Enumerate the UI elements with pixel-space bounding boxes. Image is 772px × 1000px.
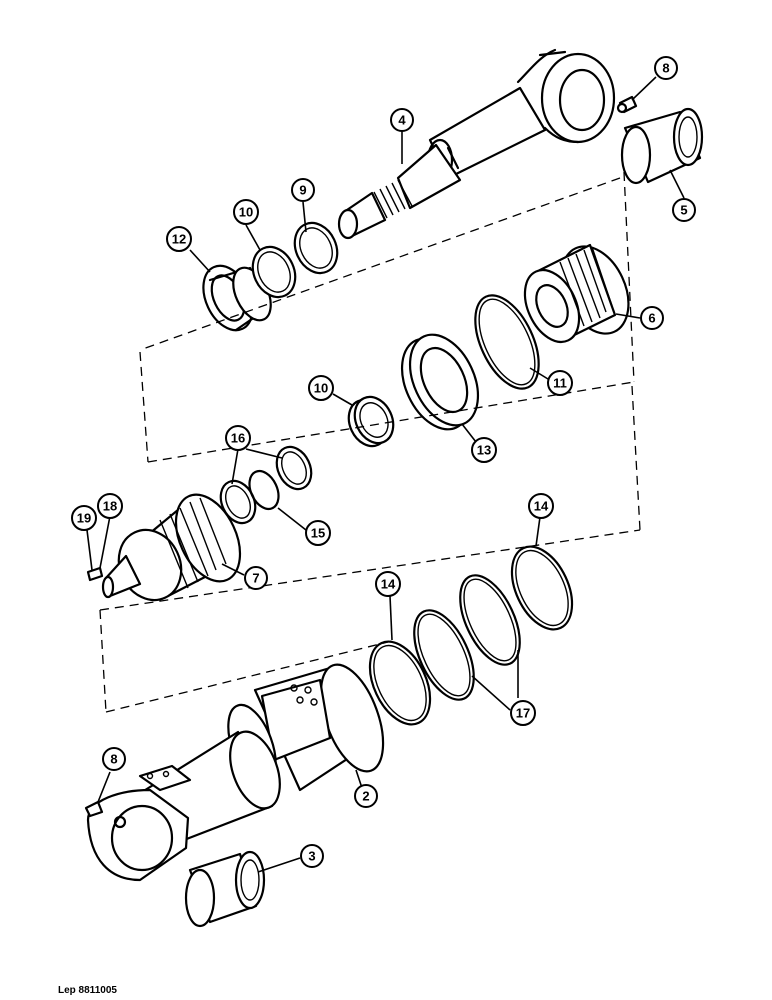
callout-label: 12 — [172, 232, 186, 247]
callout-10-upper: 10 — [233, 199, 259, 225]
callout-label: 2 — [362, 789, 369, 804]
grease-nipple-lower — [84, 800, 104, 818]
cylinder-barrel — [227, 663, 385, 792]
set-screw — [86, 566, 104, 582]
callout-5: 5 — [672, 198, 696, 222]
piston — [101, 493, 242, 602]
callout-16: 16 — [225, 425, 251, 451]
callout-18: 18 — [97, 493, 123, 519]
bush-lower — [184, 850, 266, 928]
callout-label: 14 — [381, 577, 396, 592]
cylinder-body — [86, 730, 281, 882]
callout-label: 15 — [311, 526, 325, 541]
callout-14-left: 14 — [375, 571, 401, 597]
callout-11: 11 — [547, 370, 573, 396]
callout-label: 4 — [398, 113, 406, 128]
callout-13: 13 — [471, 437, 497, 463]
grease-nipple-upper — [616, 95, 638, 114]
callout-label: 18 — [103, 499, 117, 514]
callout-8-lower: 8 — [102, 747, 126, 771]
callout-12: 12 — [166, 226, 192, 252]
callout-label: 8 — [110, 752, 117, 767]
piston-rings-lower — [368, 545, 574, 726]
callout-6: 6 — [640, 306, 664, 330]
callout-3: 3 — [300, 844, 324, 868]
bush-upper — [620, 107, 704, 185]
backing-ring — [400, 333, 480, 431]
callout-15: 15 — [305, 520, 331, 546]
callout-2: 2 — [354, 784, 378, 808]
callout-label: 7 — [252, 571, 259, 586]
callout-8-upper: 8 — [654, 56, 678, 80]
callout-label: 10 — [314, 381, 328, 396]
callout-label: 11 — [553, 376, 567, 391]
callout-7: 7 — [244, 566, 268, 590]
callout-label: 19 — [77, 511, 91, 526]
callout-label: 3 — [308, 849, 315, 864]
callout-14-right: 14 — [528, 493, 554, 519]
wear-ring-upper — [251, 245, 297, 299]
callout-label: 8 — [662, 61, 669, 76]
callout-label: 13 — [477, 443, 491, 458]
leader-lines — [85, 76, 685, 873]
callout-label: 16 — [231, 431, 245, 446]
callout-4: 4 — [390, 108, 414, 132]
callout-label: 14 — [534, 499, 549, 514]
callout-label: 17 — [516, 706, 530, 721]
drawing-reference-code: Lep 8811005 — [58, 985, 117, 996]
wear-ring-lower — [347, 395, 395, 448]
gland — [523, 243, 630, 344]
callout-9: 9 — [291, 178, 315, 202]
callout-label: 9 — [299, 183, 306, 198]
o-ring-large — [474, 294, 540, 390]
callout-17: 17 — [510, 700, 536, 726]
callout-label: 6 — [648, 311, 655, 326]
callout-19: 19 — [71, 505, 97, 531]
assembly-dashed-lines — [99, 171, 641, 713]
piston-rod — [337, 48, 616, 240]
callout-label: 10 — [239, 205, 253, 220]
callout-10-lower: 10 — [308, 375, 334, 401]
callout-label: 5 — [680, 203, 687, 218]
piston-seal-rings — [219, 445, 313, 525]
